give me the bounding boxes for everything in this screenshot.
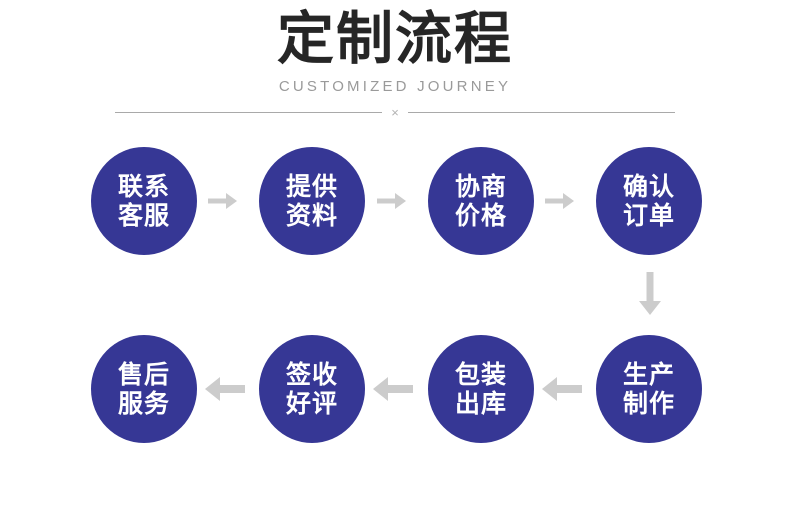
flow-node-label-line1: 生产: [622, 360, 675, 389]
page-title: 定制流程: [277, 6, 513, 72]
divider-x-icon: ×: [391, 104, 399, 120]
flow-node-receipt-review[interactable]: 签收 好评: [259, 335, 365, 443]
page-subtitle: CUSTOMIZED JOURNEY: [278, 78, 512, 95]
flow-node-label-line2: 出库: [454, 389, 507, 418]
flow-node-label-line1: 提供: [285, 172, 338, 201]
flow-node-after-sales-service[interactable]: 售后 服务: [91, 335, 197, 443]
flow-node-packaging-shipping[interactable]: 包装 出库: [428, 335, 534, 443]
flow-node-label-line2: 制作: [622, 389, 675, 418]
flow-node-label-line2: 客服: [117, 201, 170, 230]
flow-node-label-line1: 售后: [117, 360, 170, 389]
header: 定制流程 CUSTOMIZED JOURNEY: [0, 0, 790, 96]
flow-node-label-line2: 订单: [622, 201, 675, 230]
flow-node-production[interactable]: 生产 制作: [596, 335, 702, 443]
flow-node-label-line2: 服务: [117, 389, 170, 418]
flow-node-label-line2: 价格: [454, 201, 507, 230]
flow-node-label-line2: 资料: [285, 201, 338, 230]
flow-node-label-line1: 包装: [454, 360, 507, 389]
arrow-left-icon: [205, 374, 245, 404]
flow-node-label-line1: 联系: [117, 172, 170, 201]
flow-node-label-line1: 协商: [454, 172, 507, 201]
flow-node-contact-support[interactable]: 联系 客服: [91, 147, 197, 255]
flow-node-negotiate-price[interactable]: 协商 价格: [428, 147, 534, 255]
flow-row-2: 售后 服务 签收 好评 包装 出库 生产 制作: [0, 335, 790, 445]
flow-node-provide-materials[interactable]: 提供 资料: [259, 147, 365, 255]
arrow-down-icon: [634, 272, 666, 316]
arrow-right-icon: [208, 186, 238, 216]
arrow-left-icon: [373, 374, 413, 404]
divider-rule-left: [115, 111, 382, 113]
flow-node-label-line1: 确认: [622, 172, 675, 201]
flow-node-confirm-order[interactable]: 确认 订单: [596, 147, 702, 255]
header-divider: ×: [115, 104, 675, 120]
flow-node-label-line1: 签收: [285, 360, 338, 389]
arrow-left-icon: [542, 374, 582, 404]
flow-row-1: 联系 客服 提供 资料 协商 价格 确认 订单: [0, 147, 790, 257]
divider-rule-right: [408, 111, 675, 113]
arrow-right-icon: [377, 186, 407, 216]
flow-node-label-line2: 好评: [285, 389, 338, 418]
arrow-right-icon: [545, 186, 575, 216]
